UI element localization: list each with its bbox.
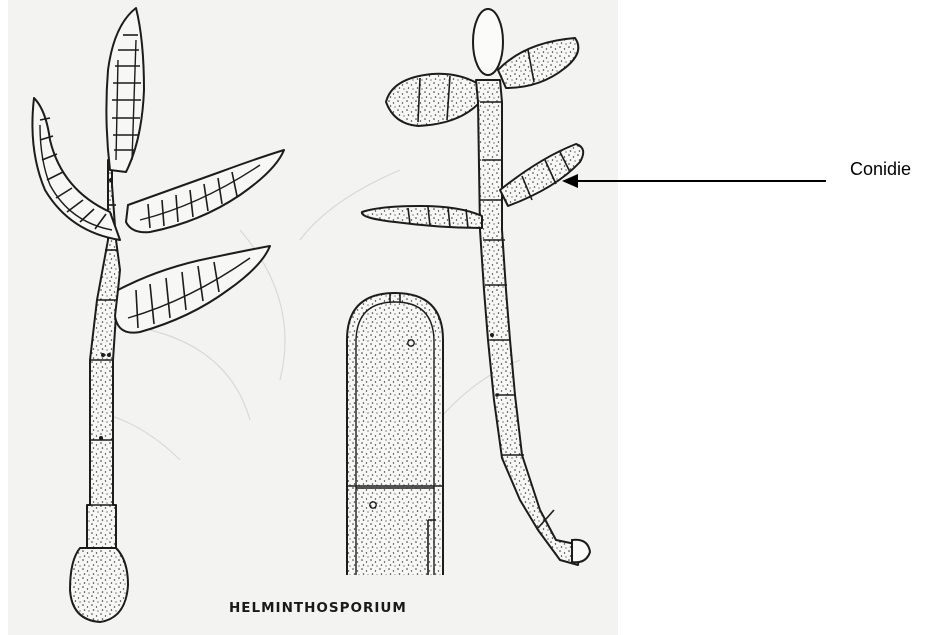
figure-caption: HELMINTHOSPORIUM <box>229 600 407 616</box>
conidie-label: Conidie <box>850 159 911 179</box>
enlarged-hypha-detail <box>347 293 443 575</box>
